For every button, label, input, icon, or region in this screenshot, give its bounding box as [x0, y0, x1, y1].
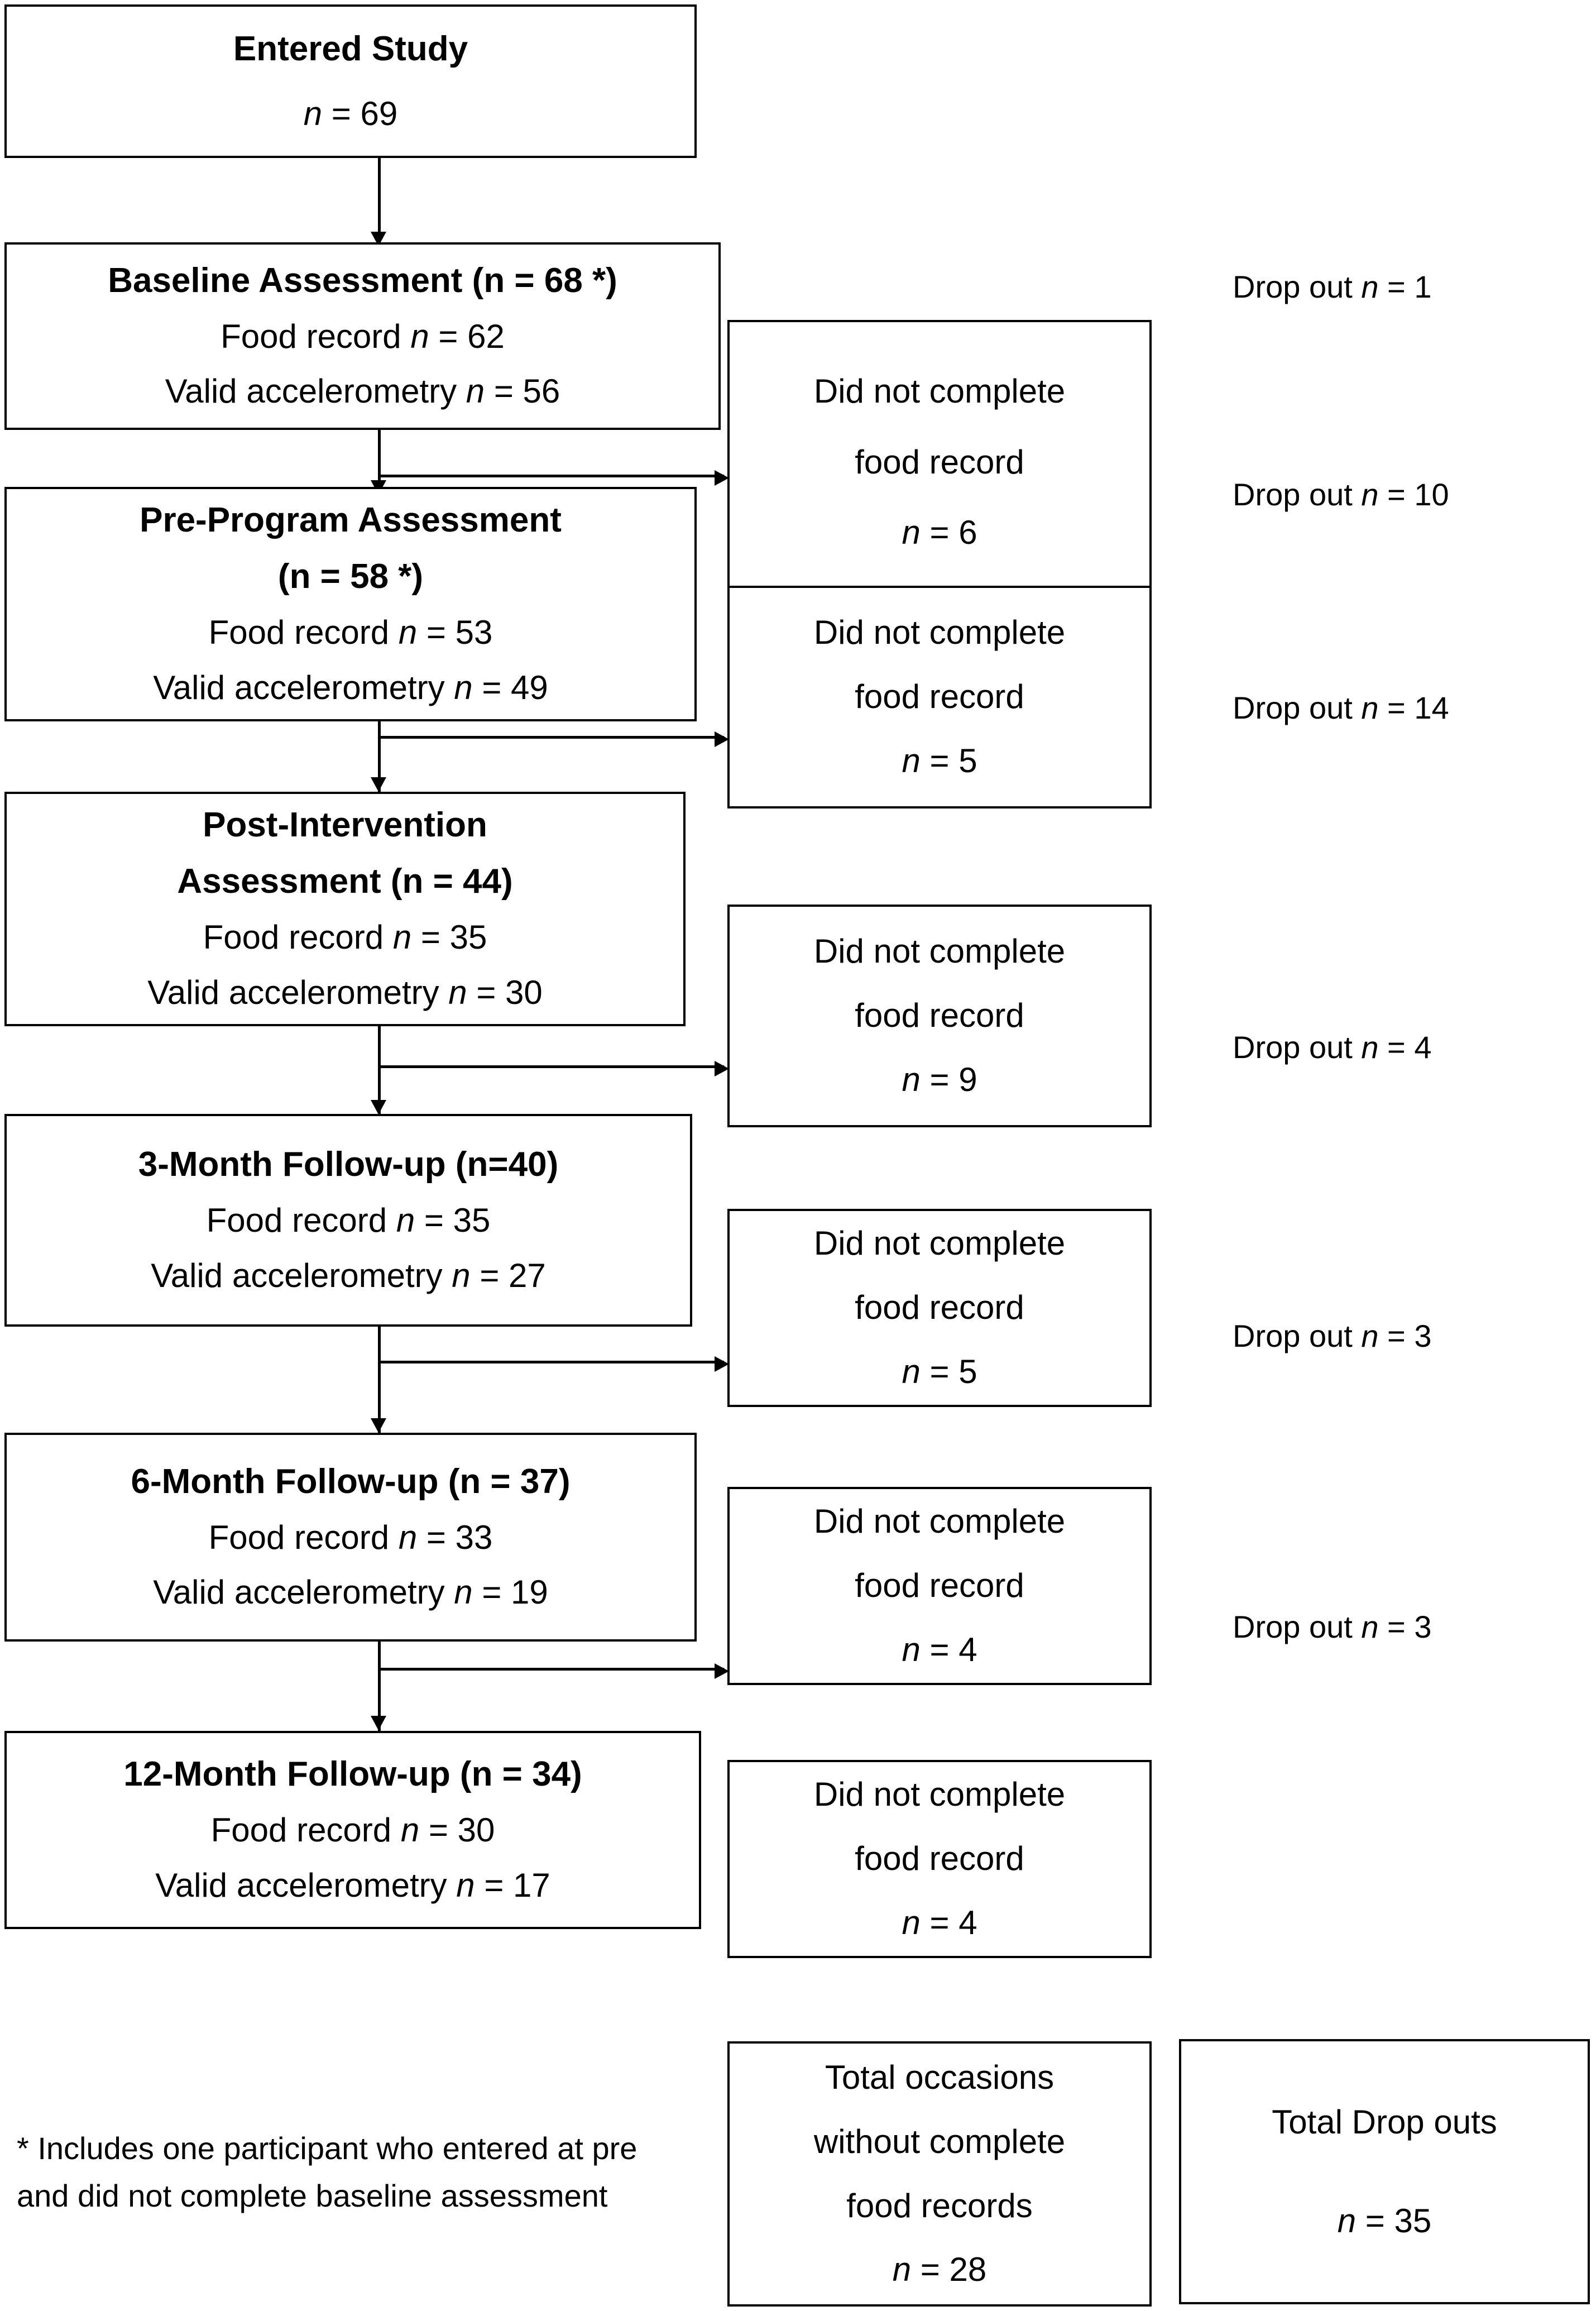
total-dropouts-line1: Total Drop outs [1272, 2103, 1497, 2141]
connector-baseline-to-pre [378, 430, 381, 497]
pre-program-accelerometry: Valid accelerometry n = 49 [153, 668, 548, 706]
pre-program-title: Pre-Program Assessment [140, 501, 562, 540]
label-dropout-6: Drop out n = 3 [1233, 1609, 1432, 1644]
box-pre-program-assessment[interactable]: Pre-Program Assessment (n = 58 *) Food r… [4, 487, 697, 721]
excl2-line2: food record [855, 678, 1024, 716]
box-total-occasions[interactable]: Total occasions without complete food re… [727, 2041, 1152, 2307]
box-six-month-followup[interactable]: 6-Month Follow-up (n = 37) Food record n… [4, 1433, 697, 1642]
connector-entered-to-baseline [378, 157, 381, 246]
six-month-accelerometry: Valid accelerometry n = 19 [153, 1573, 548, 1611]
connector-3month-to-6month [378, 1327, 381, 1433]
connector-pre-to-post [378, 720, 381, 793]
connector-6month-to-excl5 [378, 1668, 724, 1671]
arrow-6month-to-excl5 [715, 1663, 729, 1679]
label-dropout-4: Drop out n = 4 [1233, 1030, 1432, 1065]
box-did-not-complete-5[interactable]: Did not complete food record n = 4 [727, 1487, 1152, 1685]
baseline-accelerometry: Valid accelerometry n = 56 [165, 372, 560, 410]
label-dropout-1: Drop out n = 1 [1233, 269, 1432, 304]
entered-study-n: n = 69 [303, 94, 398, 132]
footnote-asterisk-note: * Includes one participant who entered a… [17, 2131, 638, 2214]
box-three-month-followup[interactable]: 3-Month Follow-up (n=40) Food record n =… [4, 1114, 692, 1327]
excl5-line1: Did not complete [813, 1503, 1066, 1540]
total-occasions-line1: Total occasions [825, 2058, 1055, 2096]
total-occasions-line3: food records [846, 2186, 1033, 2224]
pre-program-title2: (n = 58 *) [277, 557, 424, 596]
arrow-3month-to-6month [371, 1418, 386, 1433]
total-occasions-line2: without complete [813, 2122, 1066, 2160]
box-baseline-assessment[interactable]: Baseline Assessment (n = 68 *) Food reco… [4, 242, 721, 430]
connector-post-to-3month [378, 1026, 381, 1116]
excl6-line2: food record [855, 1840, 1024, 1878]
arrow-post-to-excl3 [715, 1061, 729, 1076]
connector-pre-to-excl2 [378, 736, 724, 739]
entered-study-title: Entered Study [233, 29, 468, 68]
three-month-title: 3-Month Follow-up (n=40) [138, 1145, 559, 1184]
box-total-dropouts[interactable]: Total Drop outs n = 35 [1179, 2039, 1590, 2304]
excl5-line2: food record [855, 1567, 1024, 1605]
box-did-not-complete-3[interactable]: Did not complete food record n = 9 [727, 905, 1152, 1127]
excl1-count: n = 6 [902, 514, 977, 552]
excl1-line1: Did not complete [813, 372, 1066, 410]
box-did-not-complete-4[interactable]: Did not complete food record n = 5 [727, 1209, 1152, 1407]
arrow-pre-to-excl2 [715, 731, 729, 747]
box-twelve-month-followup[interactable]: 12-Month Follow-up (n = 34) Food record … [4, 1731, 701, 1929]
baseline-title: Baseline Assessment (n = 68 *) [108, 261, 617, 300]
post-intervention-title2: Assessment (n = 44) [177, 862, 513, 901]
arrow-6month-to-12month [371, 1716, 386, 1730]
excl3-count: n = 9 [902, 1060, 977, 1098]
excl1-line2: food record [855, 443, 1024, 481]
label-dropout-2: Drop out n = 10 [1233, 477, 1449, 512]
three-month-food-record: Food record n = 35 [206, 1202, 491, 1240]
excl2-count: n = 5 [902, 741, 977, 779]
baseline-food-record: Food record n = 62 [221, 317, 505, 355]
box-entered-study[interactable]: Entered Study n = 69 [4, 4, 697, 158]
arrow-baseline-to-excl1 [715, 470, 729, 486]
excl2-line1: Did not complete [813, 614, 1066, 652]
excl6-count: n = 4 [902, 1903, 977, 1941]
arrow-post-to-3month [371, 1100, 386, 1114]
excl3-line2: food record [855, 997, 1024, 1035]
box-did-not-complete-2[interactable]: Did not complete food record n = 5 [727, 586, 1152, 808]
twelve-month-food-record: Food record n = 30 [210, 1811, 495, 1849]
post-intervention-title: Post-Intervention [203, 806, 487, 845]
excl3-line1: Did not complete [813, 932, 1066, 970]
label-dropout-5: Drop out n = 3 [1233, 1318, 1432, 1353]
twelve-month-title: 12-Month Follow-up (n = 34) [123, 1755, 582, 1794]
connector-post-to-excl3 [378, 1065, 724, 1068]
twelve-month-accelerometry: Valid accelerometry n = 17 [155, 1866, 550, 1904]
post-intervention-accelerometry: Valid accelerometry n = 30 [147, 973, 543, 1011]
total-dropouts-count: n = 35 [1337, 2202, 1432, 2240]
three-month-accelerometry: Valid accelerometry n = 27 [151, 1256, 546, 1294]
excl4-line2: food record [855, 1289, 1024, 1327]
box-did-not-complete-1[interactable]: Did not complete food record n = 6 [727, 320, 1152, 605]
pre-program-food-record: Food record n = 53 [208, 614, 493, 652]
excl4-line1: Did not complete [813, 1224, 1066, 1262]
excl4-count: n = 5 [902, 1352, 977, 1390]
arrow-3month-to-excl4 [715, 1356, 729, 1372]
post-intervention-food-record: Food record n = 35 [203, 918, 487, 956]
connector-6month-to-12month [378, 1642, 381, 1731]
excl6-line1: Did not complete [813, 1776, 1066, 1814]
six-month-food-record: Food record n = 33 [208, 1518, 493, 1556]
excl5-count: n = 4 [902, 1630, 977, 1668]
total-occasions-count: n = 28 [892, 2251, 987, 2289]
box-post-intervention-assessment[interactable]: Post-Intervention Assessment (n = 44) Fo… [4, 792, 686, 1026]
box-did-not-complete-6[interactable]: Did not complete food record n = 4 [727, 1760, 1152, 1958]
label-dropout-3: Drop out n = 14 [1233, 690, 1449, 725]
connector-baseline-to-excl1 [378, 475, 724, 477]
connector-3month-to-excl4 [378, 1361, 724, 1363]
six-month-title: 6-Month Follow-up (n = 37) [131, 1462, 571, 1501]
arrow-pre-to-post [371, 777, 386, 792]
